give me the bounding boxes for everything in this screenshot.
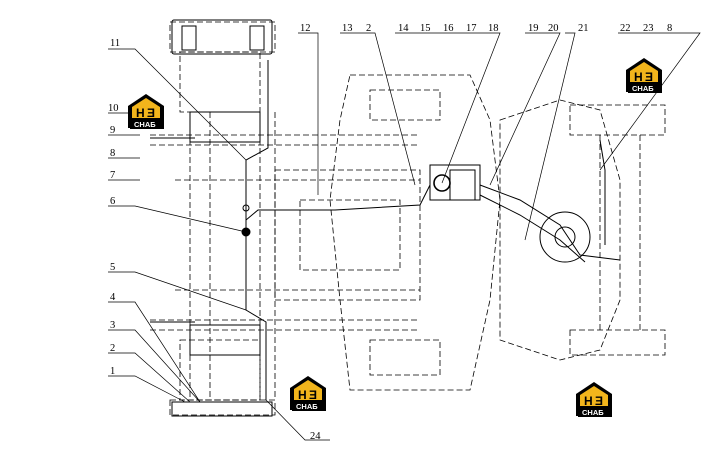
svg-text:CHAБ: CHAБ <box>134 120 156 129</box>
callout-labels: 12 13 2 14 15 16 17 18 19 20 21 22 23 8 … <box>108 23 672 442</box>
callout-9: 9 <box>110 125 115 136</box>
callout-17: 17 <box>466 23 477 34</box>
callout-19: 19 <box>528 23 539 34</box>
callout-8: 8 <box>110 148 115 159</box>
callout-5: 5 <box>110 262 115 273</box>
callout-8-top: 8 <box>667 23 672 34</box>
callout-2-top: 2 <box>366 23 371 34</box>
callout-11: 11 <box>110 38 120 49</box>
callout-23: 23 <box>643 23 654 34</box>
callout-18: 18 <box>488 23 499 34</box>
callout-12: 12 <box>300 23 311 34</box>
callout-1: 1 <box>110 366 115 377</box>
watermark-logo-right-top: CHAБ <box>626 58 662 93</box>
callout-15: 15 <box>420 23 431 34</box>
solid-outlines <box>150 19 621 417</box>
callout-4: 4 <box>110 292 116 303</box>
chassis-frame <box>150 21 666 416</box>
callout-10: 10 <box>108 103 119 114</box>
leader-lines <box>108 32 701 441</box>
callout-16: 16 <box>443 23 454 34</box>
callout-3: 3 <box>110 320 115 331</box>
callout-24: 24 <box>310 431 321 442</box>
callout-2: 2 <box>110 343 115 354</box>
callout-7: 7 <box>110 170 115 181</box>
svg-text:CHAБ: CHAБ <box>582 408 604 417</box>
watermark-logo-bottom-center: CHAБ <box>290 376 326 411</box>
svg-text:CHAБ: CHAБ <box>296 402 318 411</box>
watermark-logo-left: CHAБ <box>128 94 164 129</box>
callout-20: 20 <box>548 23 559 34</box>
svg-text:CHAБ: CHAБ <box>632 84 654 93</box>
watermark-logo-bottom-right: CHAБ <box>576 382 612 417</box>
callout-22: 22 <box>620 23 631 34</box>
callout-21: 21 <box>578 23 589 34</box>
callout-14: 14 <box>398 23 409 34</box>
callout-13: 13 <box>342 23 353 34</box>
callout-6: 6 <box>110 196 115 207</box>
